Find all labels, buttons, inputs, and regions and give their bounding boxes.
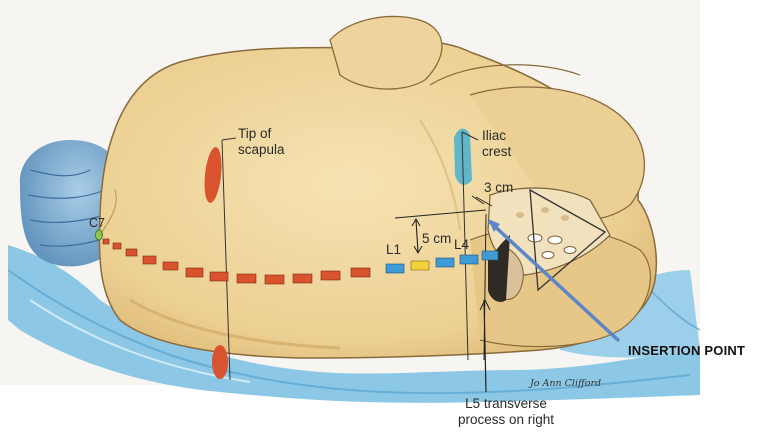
- three-cm-label: 3 cm: [484, 180, 513, 196]
- insertion-point-label: INSERTION POINT: [628, 343, 745, 358]
- artist-signature: Jo Ann Clifford: [530, 378, 601, 389]
- lumbar-marker-l2: [411, 261, 429, 270]
- iliac-crest-line2: crest: [482, 144, 511, 160]
- thoracic-marker: [126, 249, 137, 256]
- thoracic-marker: [321, 271, 340, 280]
- five-cm-label: 5 cm: [422, 231, 451, 247]
- thoracic-marker: [163, 262, 178, 270]
- l1-label: L1: [386, 242, 401, 258]
- thoracic-marker: [237, 274, 256, 283]
- scapula-tip-mark-lower: [212, 345, 228, 379]
- c7-marker: [96, 230, 103, 240]
- iliac-crest-label: Iliac crest: [482, 128, 511, 160]
- thoracic-marker: [210, 272, 228, 281]
- thoracic-marker: [186, 268, 203, 277]
- iliac-crest-line1: Iliac: [482, 128, 511, 144]
- l4-label: L4: [454, 237, 469, 253]
- thoracic-marker: [293, 274, 312, 283]
- thoracic-marker: [265, 275, 284, 284]
- l5-transverse-label: L5 transverse process on right: [446, 396, 566, 428]
- c7-label: C7: [89, 215, 105, 231]
- tip-of-scapula-line2: scapula: [238, 142, 285, 158]
- thoracic-marker: [143, 256, 156, 264]
- lumbar-marker-l3: [436, 258, 454, 267]
- tip-of-scapula-line1: Tip of: [238, 126, 285, 142]
- l5-transverse-line2: process on right: [446, 412, 566, 428]
- thoracic-marker: [351, 268, 370, 277]
- lumbar-marker-l5: [482, 251, 498, 260]
- lumbar-marker-l1: [386, 264, 404, 273]
- thoracic-marker: [103, 239, 109, 244]
- lumbar-marker-l4: [460, 255, 478, 264]
- tip-of-scapula-label: Tip of scapula: [238, 126, 285, 158]
- l5-transverse-line1: L5 transverse: [446, 396, 566, 412]
- thoracic-marker: [113, 243, 121, 249]
